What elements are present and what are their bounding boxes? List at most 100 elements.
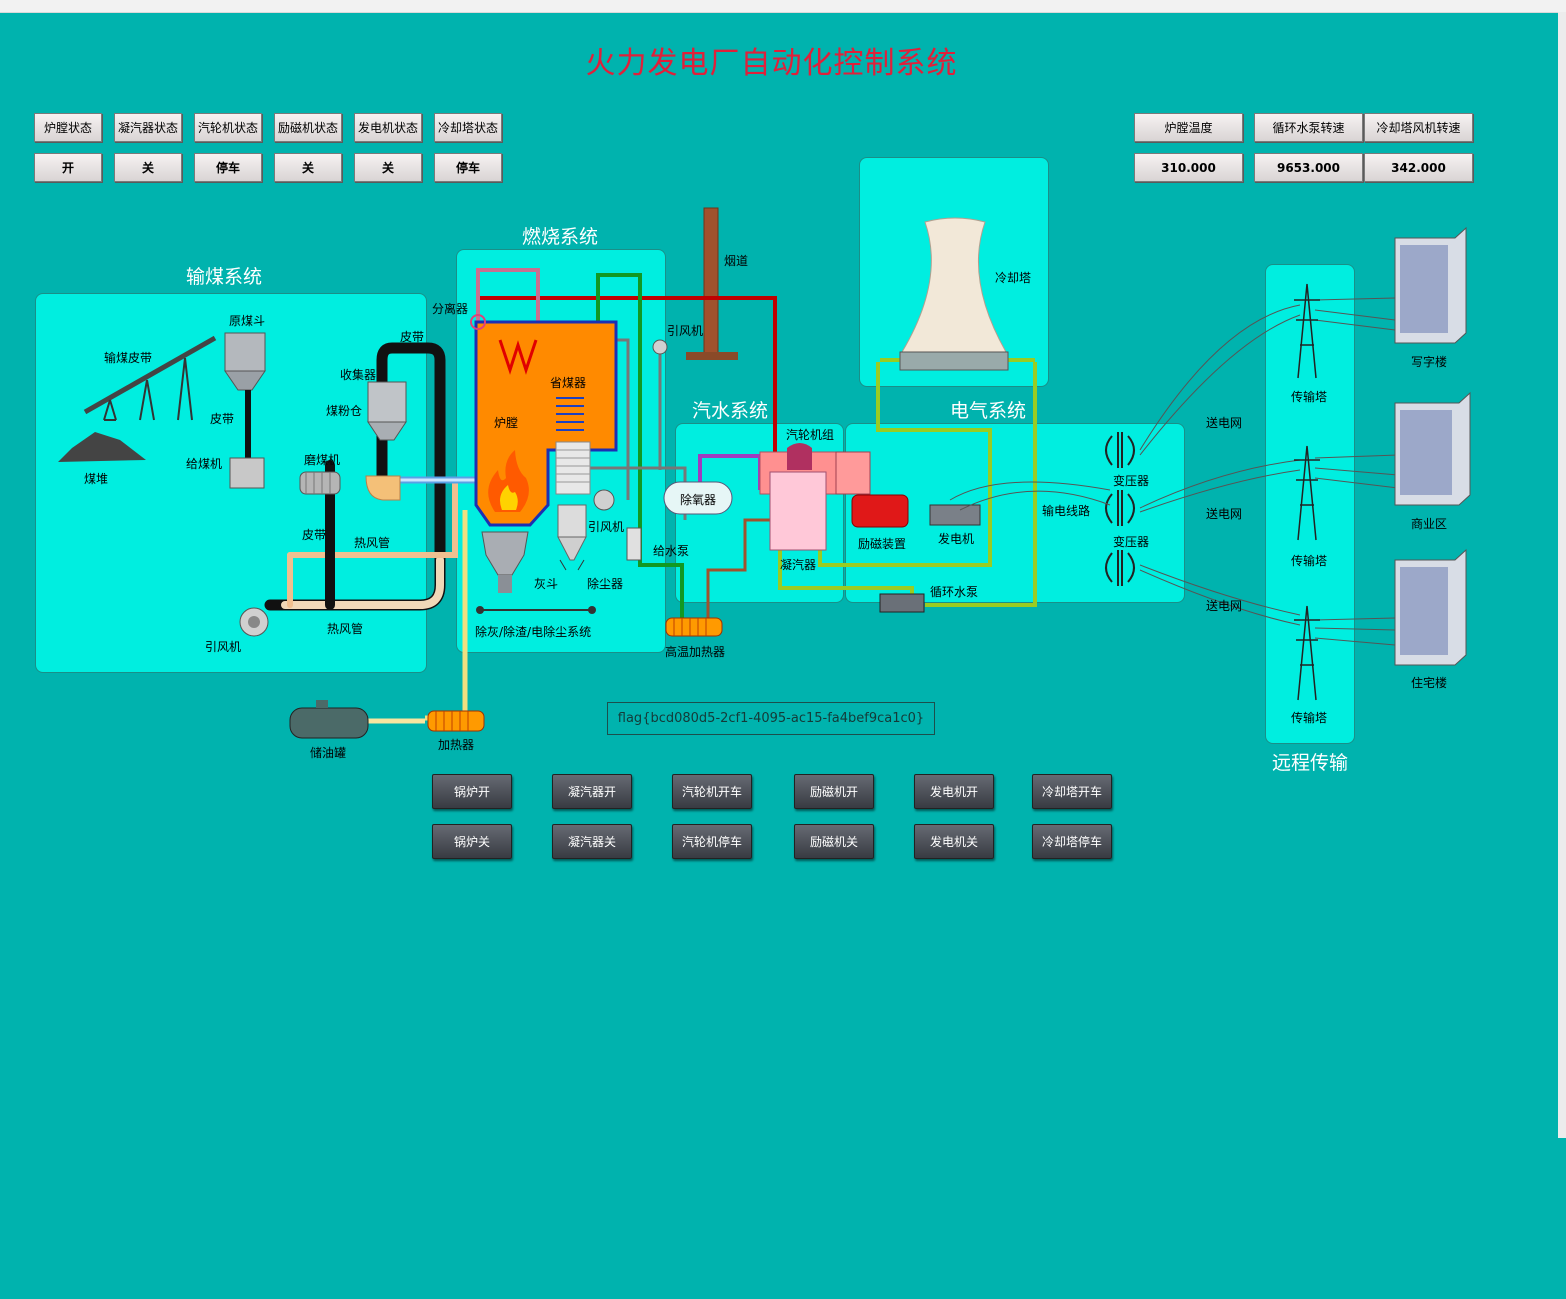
exciter-status-label[interactable]: 励磁机状态 <box>274 113 342 142</box>
label-transformer-2: 变压器 <box>1113 535 1150 549</box>
furnace-temp-label[interactable]: 炉膛温度 <box>1134 113 1243 142</box>
furnace-status-value[interactable]: 开 <box>34 153 102 182</box>
dust-collector-icon <box>557 504 587 538</box>
generator-status-label[interactable]: 发电机状态 <box>354 113 422 142</box>
label-condenser: 凝汽器 <box>780 558 817 572</box>
boiler-off-button[interactable]: 锅炉关 <box>432 824 512 859</box>
label-economizer: 省煤器 <box>550 376 587 390</box>
reheat-pipe <box>476 268 540 350</box>
turbine-stop-button[interactable]: 汽轮机停车 <box>672 824 752 859</box>
label-heater: 加热器 <box>438 738 475 752</box>
cooling-tower-start-button[interactable]: 冷却塔开车 <box>1032 774 1112 809</box>
label-tower-1: 传输塔 <box>1291 390 1328 404</box>
electric-system-title: 电气系统 <box>950 400 1027 422</box>
condenser-status-label[interactable]: 凝汽器状态 <box>114 113 182 142</box>
cooling-tower-status-label[interactable]: 冷却塔状态 <box>434 113 502 142</box>
label-grid-1: 送电网 <box>1206 416 1243 430</box>
flag-text-box: flag{bcd080d5-2cf1-4095-ac15-fa4bef9ca1c… <box>607 702 935 735</box>
generator-on-button[interactable]: 发电机开 <box>914 774 994 809</box>
exciter-icon <box>851 494 909 528</box>
transmission-tower-icons <box>1294 283 1320 701</box>
label-generator: 发电机 <box>938 532 975 546</box>
separator-icon <box>470 314 486 330</box>
raw-coal-hopper-icon <box>224 332 266 372</box>
oil-tank-icon <box>289 707 369 739</box>
air-preheater <box>555 441 591 495</box>
page-scrollbar[interactable] <box>1558 12 1566 1138</box>
chimney-flue <box>703 207 719 359</box>
return-line <box>706 518 770 625</box>
label-belt-3: 皮带 <box>302 528 327 542</box>
circ-pump-icon <box>879 593 925 613</box>
coal-pile-icon <box>58 432 146 462</box>
combustion-system-title: 燃烧系统 <box>522 226 599 248</box>
circ-pump-speed-label[interactable]: 循环水泵转速 <box>1254 113 1363 142</box>
turbine-status-value[interactable]: 停车 <box>194 153 262 182</box>
chimney-base <box>686 352 738 360</box>
condenser-off-button[interactable]: 凝汽器关 <box>552 824 632 859</box>
furnace-temp-value[interactable]: 310.000 <box>1134 153 1243 182</box>
generator-off-button[interactable]: 发电机关 <box>914 824 994 859</box>
oil-heater-icon <box>427 710 485 732</box>
coal-conveyor-belt <box>83 335 217 415</box>
tower-fan-speed-value[interactable]: 342.000 <box>1364 153 1473 182</box>
label-grid-3: 送电网 <box>1206 599 1243 613</box>
coal-powder-bin-icon <box>367 381 407 423</box>
condenser-status-value[interactable]: 关 <box>114 153 182 182</box>
coal-system-title: 输煤系统 <box>186 266 263 288</box>
hot-air-pipe <box>264 342 458 611</box>
condenser-on-button[interactable]: 凝汽器开 <box>552 774 632 809</box>
turbine-start-button[interactable]: 汽轮机开车 <box>672 774 752 809</box>
label-powder-bin: 煤粉仓 <box>326 404 363 418</box>
primary-fan-icon <box>365 475 401 501</box>
cooling-loop <box>818 362 992 567</box>
flame-icon <box>488 450 529 512</box>
label-grid-2: 送电网 <box>1206 507 1243 521</box>
remote-transmission-panel <box>1265 264 1355 744</box>
label-belt-2: 皮带 <box>400 330 425 344</box>
label-office: 写字楼 <box>1411 355 1448 369</box>
economizer-coil-icon <box>556 397 584 431</box>
label-raw-hopper: 原煤斗 <box>229 314 266 328</box>
furnace-status-label[interactable]: 炉膛状态 <box>34 113 102 142</box>
induced-fan-icon-3 <box>652 339 668 355</box>
label-fan-3: 引风机 <box>667 324 704 338</box>
circ-pump-speed-value[interactable]: 9653.000 <box>1254 153 1363 182</box>
label-hot-air-1: 热风管 <box>354 536 391 550</box>
building-icons <box>1394 226 1471 666</box>
label-furnace: 炉膛 <box>494 416 519 430</box>
transmission-wires <box>949 297 1399 646</box>
label-cooling-tower: 冷却塔 <box>995 271 1032 285</box>
tower-fan-speed-label[interactable]: 冷却塔风机转速 <box>1364 113 1473 142</box>
radiant-superheater <box>498 339 538 375</box>
ash-hopper-icon <box>481 531 529 576</box>
label-oil-tank: 储油罐 <box>310 746 347 760</box>
label-hp-heater: 高温加热器 <box>665 645 726 659</box>
cooling-tower-status-value[interactable]: 停车 <box>434 153 502 182</box>
remote-transmission-title: 远程传输 <box>1272 752 1349 774</box>
exciter-status-value[interactable]: 关 <box>274 153 342 182</box>
feed-pump-icon <box>626 527 642 561</box>
label-commercial: 商业区 <box>1411 517 1448 531</box>
turbine-status-label[interactable]: 汽轮机状态 <box>194 113 262 142</box>
label-ash-hopper: 灰斗 <box>534 577 559 591</box>
boiler-on-button[interactable]: 锅炉开 <box>432 774 512 809</box>
hp-heater-icon <box>665 617 723 637</box>
label-mill: 磨煤机 <box>304 453 341 467</box>
generator-status-value[interactable]: 关 <box>354 153 422 182</box>
label-tower-2: 传输塔 <box>1291 554 1328 568</box>
label-fan-2: 引风机 <box>588 520 625 534</box>
label-conveyor: 输煤皮带 <box>104 351 153 365</box>
label-residential: 住宅楼 <box>1411 676 1448 690</box>
cooling-tower-stop-button[interactable]: 冷却塔停车 <box>1032 824 1112 859</box>
label-transformer-1: 变压器 <box>1113 474 1150 488</box>
label-deaerator: 除氧器 <box>680 493 717 507</box>
label-line: 输电线路 <box>1042 504 1091 518</box>
label-collector: 收集器 <box>340 368 377 382</box>
exciter-off-button[interactable]: 励磁机关 <box>794 824 874 859</box>
label-hot-air-2: 热风管 <box>327 622 364 636</box>
exciter-on-button[interactable]: 励磁机开 <box>794 774 874 809</box>
condenser-icon <box>769 471 827 551</box>
cooling-tower-icon <box>901 217 1007 353</box>
